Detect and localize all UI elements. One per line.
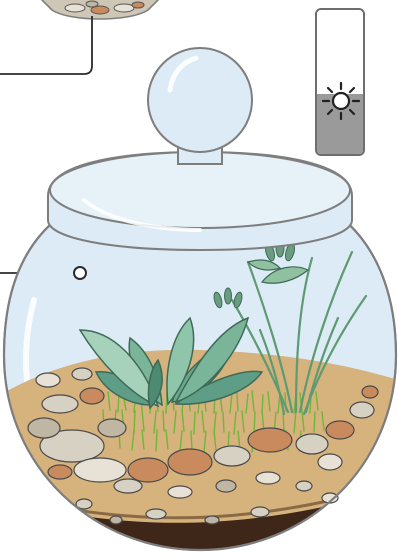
- light-level-control[interactable]: [315, 8, 365, 156]
- callout-line-top: [0, 16, 92, 74]
- lid-knob: [148, 48, 252, 164]
- pebble-inset: [40, 0, 160, 19]
- jar-lid: [48, 152, 352, 250]
- callout-marker-glass[interactable]: [74, 267, 86, 279]
- sun-icon: [322, 82, 360, 120]
